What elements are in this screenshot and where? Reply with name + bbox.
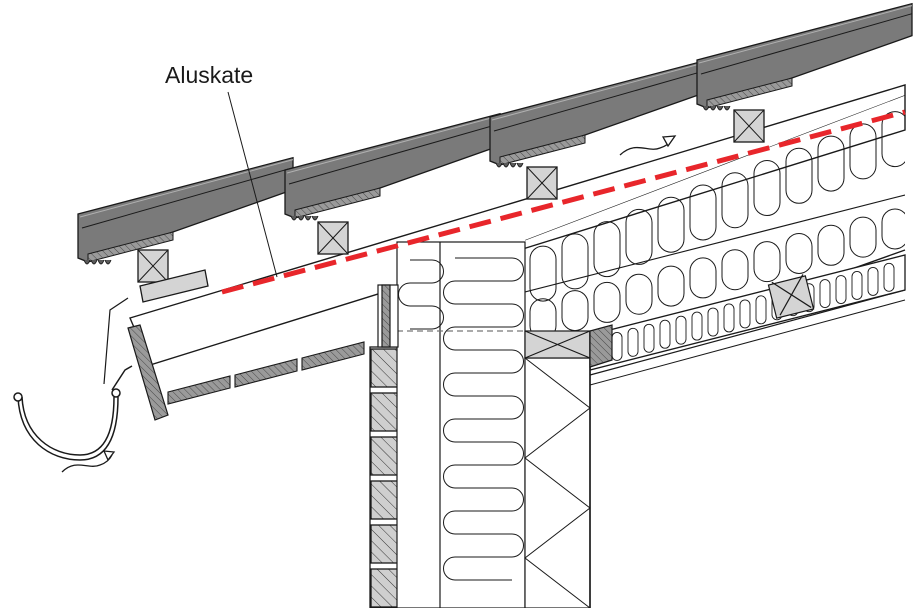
airflow-arrow-icon <box>619 135 677 156</box>
roof-tile <box>284 112 501 221</box>
fascia-board <box>127 324 365 421</box>
roof-tile <box>696 2 913 111</box>
eave-batten <box>139 269 209 303</box>
soffit-board <box>167 375 231 405</box>
roof-tile <box>489 59 706 168</box>
aluskate-label: Aluskate <box>165 62 253 88</box>
soffit-board <box>234 358 298 388</box>
wall-insulation <box>396 241 526 609</box>
timber-frame-wall <box>524 330 591 609</box>
aluskate-leader-line <box>227 91 278 278</box>
ceiling-beam <box>589 274 815 368</box>
airflow-arrow-icon <box>61 450 116 473</box>
tile-battens <box>137 109 765 303</box>
batten <box>733 109 765 143</box>
gutter-icon <box>13 297 133 461</box>
batten <box>317 221 349 255</box>
batten <box>137 249 169 283</box>
roof-tile <box>77 156 294 265</box>
underlay-membrane-line <box>221 109 906 295</box>
aluskate-callout: Aluskate <box>165 62 278 278</box>
roof-tiles <box>77 2 913 265</box>
soffit-board <box>301 341 365 371</box>
wall-plate <box>377 284 399 348</box>
batten <box>526 166 558 200</box>
